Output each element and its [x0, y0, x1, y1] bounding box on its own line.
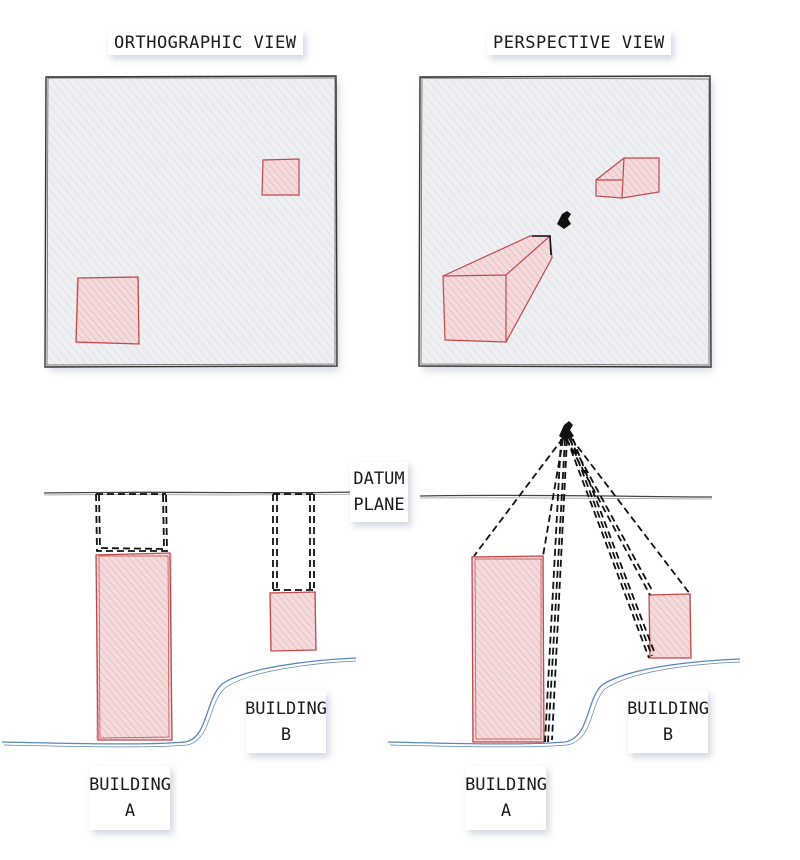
persp-building-a-label-line2: A — [500, 801, 512, 821]
ortho-building-a-label-line2: A — [124, 801, 136, 821]
persp-building-a-label-line1: BUILDING — [465, 775, 547, 795]
camera-icon — [559, 421, 574, 441]
ortho-building-b-footprint — [261, 158, 300, 196]
persp-building-b-label-line2: B — [662, 725, 674, 745]
persp-section — [387, 421, 741, 748]
ortho-building-a-projection — [95, 493, 168, 552]
orthographic-panel — [44, 75, 338, 368]
persp-building-b — [648, 593, 692, 659]
orthographic-title: ORTHOGRAPHIC VIEW — [108, 31, 303, 55]
ortho-building-a-label: BUILDING A — [89, 766, 171, 830]
perspective-title: PERSPECTIVE VIEW — [487, 31, 671, 55]
ortho-ground-line — [1, 657, 357, 748]
ortho-building-a-label-line1: BUILDING — [89, 775, 171, 795]
ortho-building-a — [95, 552, 173, 741]
ortho-building-b — [269, 591, 317, 652]
camera-icon — [557, 211, 571, 229]
persp-building-b-label: BUILDING B — [627, 691, 709, 753]
ortho-building-b-label: BUILDING B — [245, 691, 327, 753]
persp-building-a — [471, 555, 545, 743]
ortho-building-b-projection — [272, 493, 315, 591]
persp-ground-line — [387, 658, 741, 748]
persp-building-a-label: BUILDING A — [465, 766, 547, 830]
persp-building-b — [595, 157, 660, 199]
ortho-building-b-label-line2: B — [280, 725, 292, 745]
ortho-section — [1, 491, 361, 748]
persp-building-b-label-line1: BUILDING — [627, 699, 709, 719]
persp-building-a — [442, 235, 553, 343]
ortho-building-a-footprint — [75, 276, 140, 345]
persp-sight-lines — [473, 437, 691, 743]
datum-plane-label-line2: PLANE — [353, 495, 405, 515]
ortho-building-b-label-line1: BUILDING — [245, 699, 327, 719]
perspective-panel — [418, 75, 712, 368]
datum-plane-label: DATUM PLANE — [350, 462, 408, 522]
datum-plane-label-line1: DATUM — [353, 469, 405, 489]
